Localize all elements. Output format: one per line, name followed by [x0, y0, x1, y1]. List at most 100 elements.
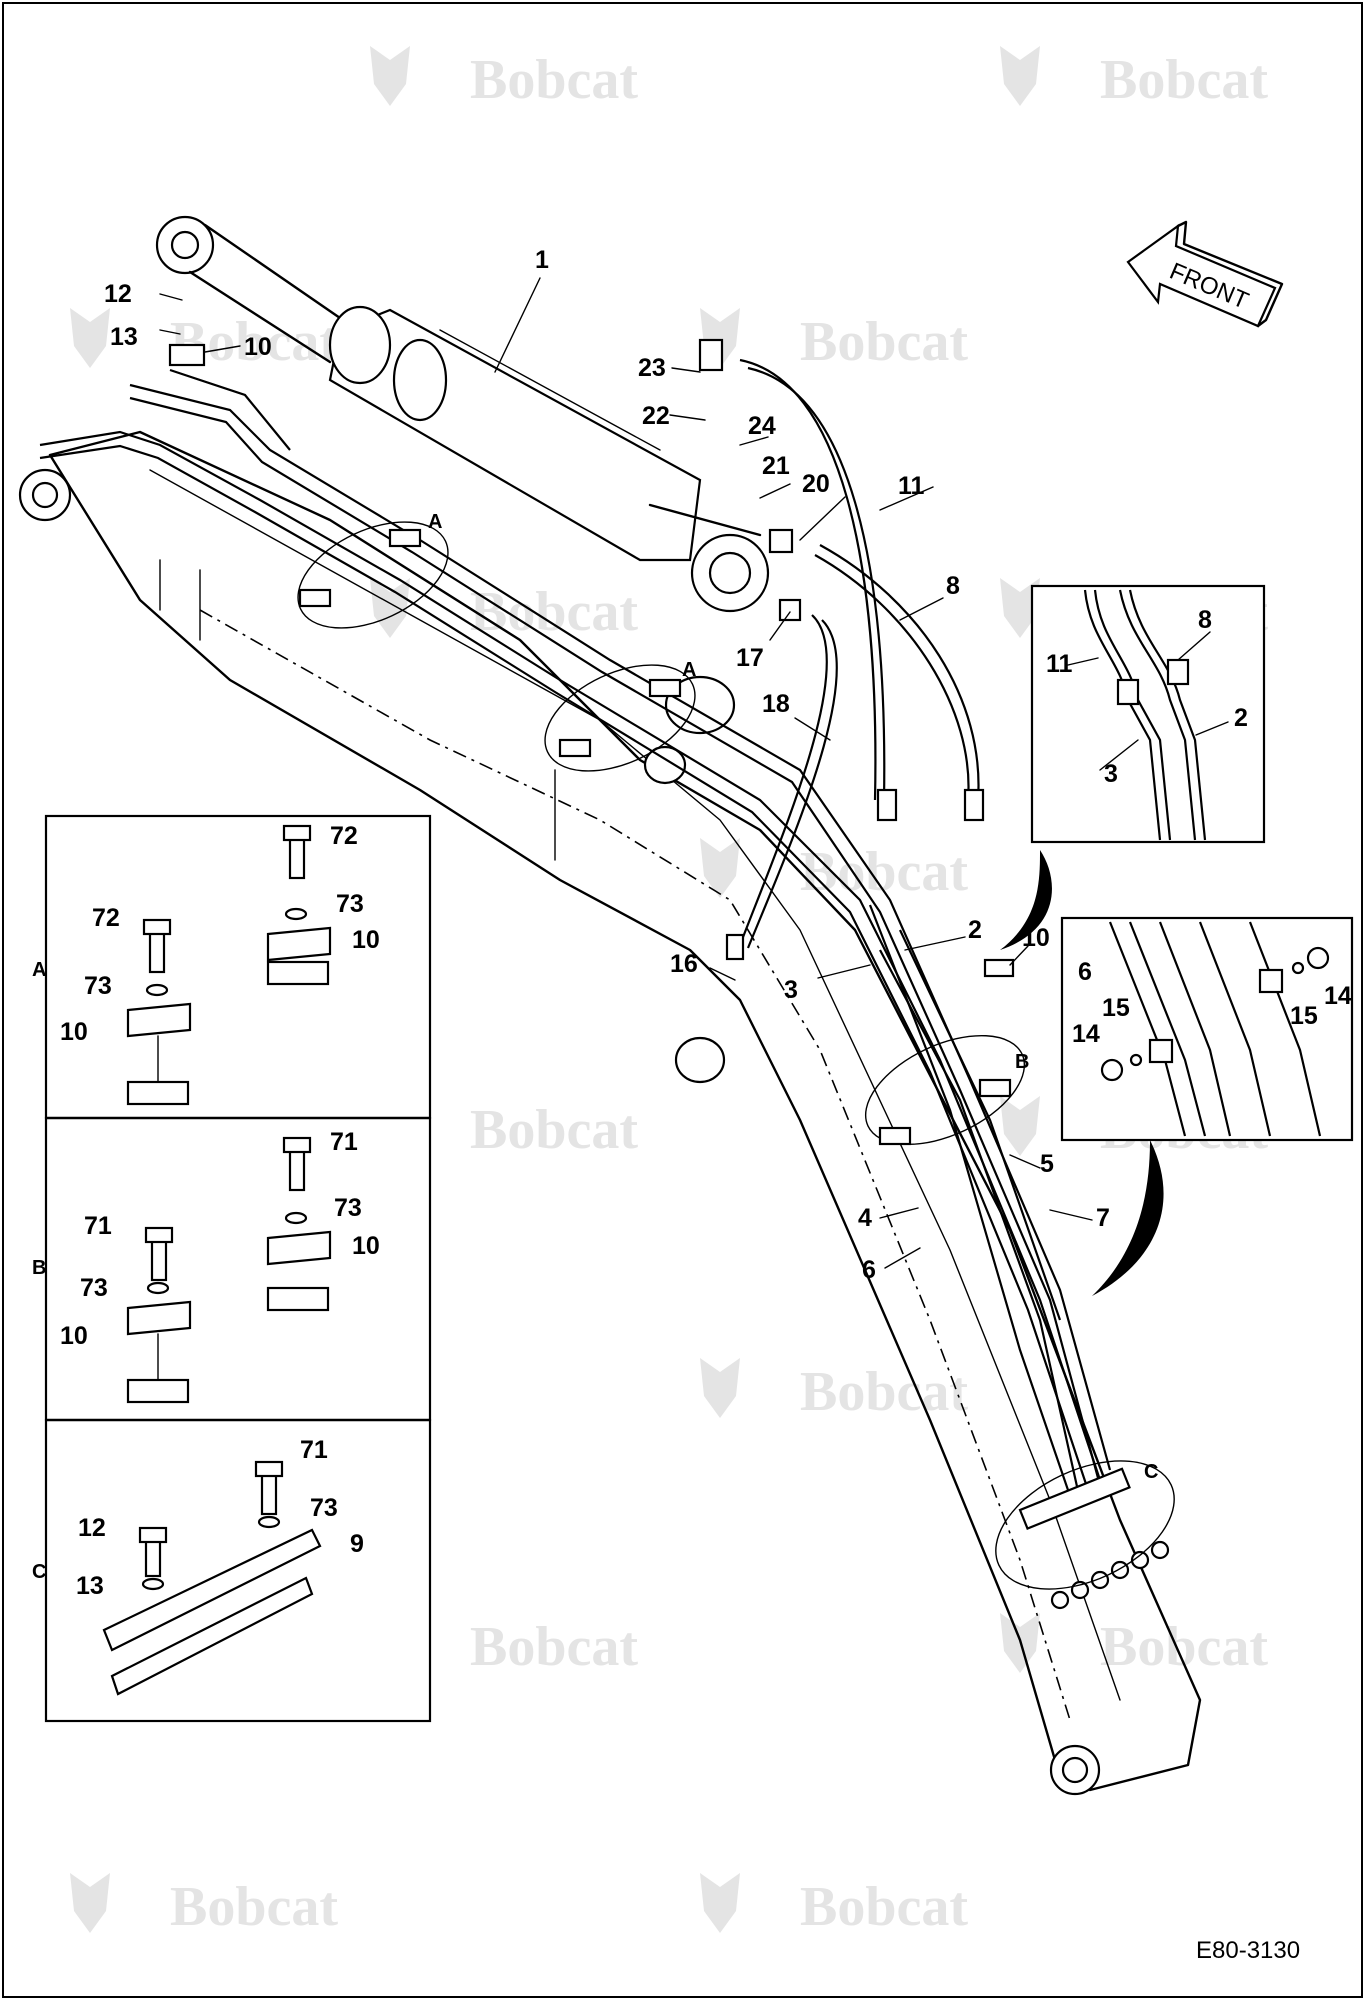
part-label: 73	[84, 972, 112, 1000]
section-b-parts: 71 73 10 71 73 10	[60, 1128, 380, 1404]
bolt-71	[288, 1148, 306, 1192]
washer-13	[141, 1577, 165, 1591]
inset-label: 8	[1198, 606, 1212, 634]
clamp-bar-9	[102, 1528, 322, 1652]
cylinder-rod-eye-bore	[170, 230, 200, 260]
boom-tip-bore	[1061, 1756, 1089, 1784]
hose-18	[738, 614, 828, 946]
watermark-text: Bobcat	[470, 1616, 638, 1678]
watermark-logo: Bobcat	[700, 308, 968, 373]
inset-hose-8	[1118, 589, 1197, 841]
watermark-text: Bobcat	[800, 311, 968, 373]
watermark-text: Bobcat	[470, 1099, 638, 1161]
inset-hose-connection: 11 8 3 2	[1000, 584, 1266, 950]
part-label: 72	[330, 822, 358, 850]
part-label: 72	[92, 904, 120, 932]
inset-fitting	[1116, 678, 1140, 706]
callout-label: 6	[862, 1256, 876, 1284]
pipe-line	[39, 430, 1102, 1481]
inset-pointer-arrow	[1000, 850, 1052, 950]
callout-label: 3	[784, 976, 798, 1004]
clamp-base	[266, 960, 330, 986]
detail-letter: B	[1015, 1051, 1029, 1073]
clamp-10	[983, 958, 1015, 978]
watermark-text: Bobcat	[470, 49, 638, 111]
flex-hoses	[698, 338, 985, 961]
clamp-base	[126, 1378, 190, 1404]
inset-label: 2	[1234, 704, 1248, 732]
detail-letter: A	[682, 659, 696, 681]
watermark-logo: Bobcat	[700, 1873, 968, 1938]
boom-pipes	[39, 368, 1170, 1610]
watermark-logo: Bobcat	[370, 578, 638, 643]
clamp-half-10	[266, 926, 332, 962]
washer-73	[146, 1281, 170, 1295]
bolt-head	[138, 1526, 168, 1544]
part-label: 10	[352, 926, 380, 954]
detail-circle-b	[864, 1034, 1026, 1146]
watermark-logo: Bobcat	[70, 1873, 338, 1938]
section-letter-b: B	[32, 1257, 46, 1279]
part-label: 10	[60, 1018, 88, 1046]
hose-8-edge	[814, 554, 970, 801]
clamp-bar-base	[110, 1576, 314, 1696]
hose-fitting	[725, 933, 745, 961]
callout-label: 5	[1040, 1150, 1054, 1178]
inset-pipe	[1128, 921, 1207, 1137]
part-label: 10	[352, 1232, 380, 1260]
pipe-line	[879, 949, 1082, 1501]
adapter-17	[778, 598, 802, 622]
pipe-line	[129, 396, 1100, 1479]
cylinder-base-bore	[708, 551, 752, 595]
part-label: 71	[330, 1128, 358, 1156]
callout-label: 10	[244, 333, 272, 361]
bolt-head	[282, 1136, 312, 1154]
o-ring-15	[1129, 1053, 1143, 1067]
boom-clamps	[168, 343, 1015, 1146]
bolt-head	[142, 918, 172, 936]
washer-73	[284, 907, 308, 921]
clamp	[978, 1078, 1012, 1098]
callout-label: 24	[748, 412, 776, 440]
watermark-text: Bobcat	[800, 1876, 968, 1938]
inset-label: 14	[1324, 982, 1352, 1010]
elbow-fitting-23	[698, 338, 724, 372]
inset-hose-8-edge	[1128, 589, 1207, 841]
clamp-half-10	[126, 1300, 192, 1336]
callout-label: 7	[1096, 1204, 1110, 1232]
inset-pipe	[1198, 921, 1272, 1137]
watermark-text: Bobcat	[1100, 1616, 1268, 1678]
detail-letter-labels: A A B C	[428, 511, 1158, 1483]
front-direction-arrow: FRONT	[1126, 220, 1284, 328]
detail-letter: C	[1144, 1461, 1158, 1483]
pipe-end-fitting	[1110, 1560, 1130, 1580]
watermark-logo: Bobcat	[1000, 46, 1268, 111]
part-label: 12	[78, 1514, 106, 1542]
o-ring-15	[1291, 961, 1305, 975]
pipe-clamp-c	[1018, 1467, 1131, 1530]
boom-top-edge	[149, 469, 1121, 1701]
cylinder-gland	[328, 305, 392, 385]
clamp-half-10	[126, 1002, 192, 1038]
part-label: 13	[76, 1572, 104, 1600]
section-a-parts: 72 73 10 72 73 10	[60, 822, 380, 1106]
hose-fitting	[963, 788, 985, 822]
part-label: 9	[350, 1530, 364, 1558]
hose-fitting	[876, 788, 898, 822]
figure-code: E80-3130	[1196, 1937, 1300, 1964]
part-label: 73	[80, 1274, 108, 1302]
callout-numbers: 1 12 13 10 23 22 24 21 20 11 8 17 18 16 …	[104, 246, 1110, 1284]
leader-lines	[159, 277, 1093, 1269]
callout-label: 2	[968, 916, 982, 944]
watermark-text: Bobcat	[1100, 49, 1268, 111]
section-c-parts: 71 73 9 12 13	[76, 1436, 364, 1696]
callout-label: 16	[670, 950, 698, 978]
inset-label: 3	[1104, 760, 1118, 788]
inset-port-plugs: 6 14 15 14 15	[1060, 916, 1354, 1296]
watermark-text: Bobcat	[470, 581, 638, 643]
callout-label: 23	[638, 354, 666, 382]
clamp-half-10	[266, 1230, 332, 1266]
inset-pointer-arrow	[1092, 1140, 1164, 1296]
